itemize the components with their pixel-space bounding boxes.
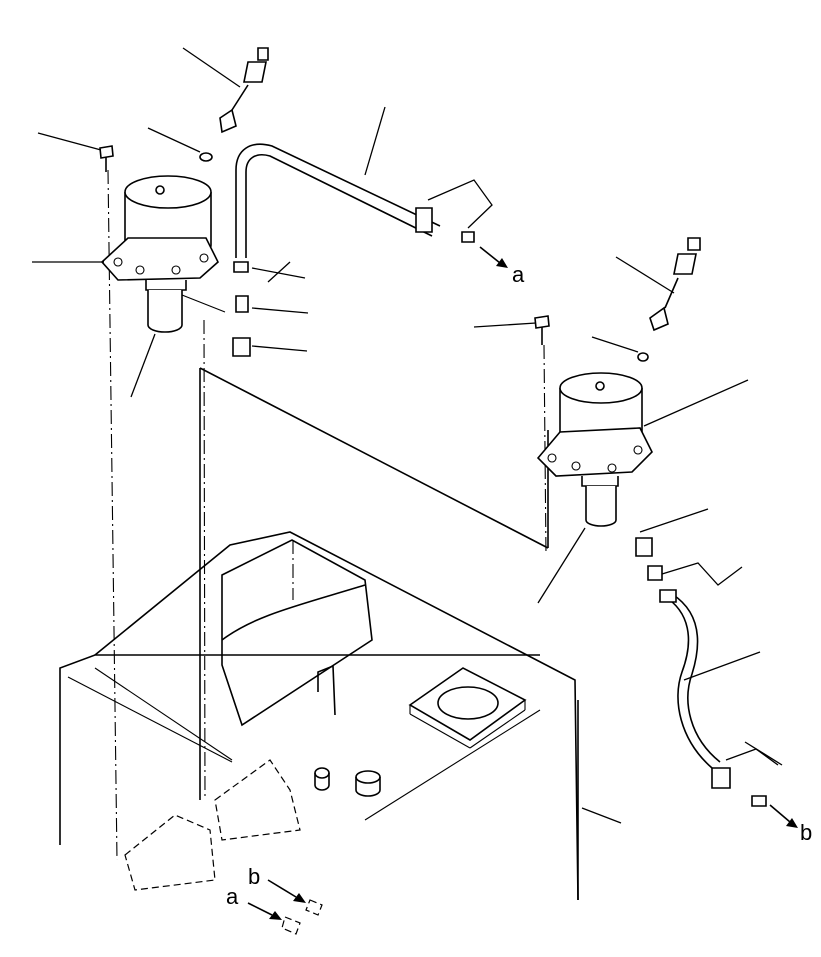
callout-letter-a-top: a: [512, 262, 525, 287]
callout-b-right: b: [769, 804, 812, 845]
left-pump-assembly: [99, 47, 475, 357]
seat-block: [221, 539, 373, 727]
mount-plate: [408, 667, 527, 749]
sensor-probe: [219, 47, 269, 134]
callout-a-bottom: a: [226, 884, 301, 935]
callout-b-bottom: b: [248, 864, 323, 916]
leader-lines: [32, 47, 783, 824]
callout-letter-b-right: b: [800, 820, 812, 845]
bolt-icon: [99, 145, 114, 172]
right-pump-assembly: [534, 237, 767, 807]
sensor-probe: [649, 237, 701, 332]
small-plugs: [314, 767, 381, 797]
callout-a-top: a: [479, 246, 525, 287]
dashed-brackets: [67, 667, 301, 891]
frame-outline: [59, 367, 579, 901]
callout-letter-b-bottom: b: [248, 864, 260, 889]
callout-letter-a-bottom: a: [226, 884, 239, 909]
bolt-icon: [534, 315, 550, 345]
